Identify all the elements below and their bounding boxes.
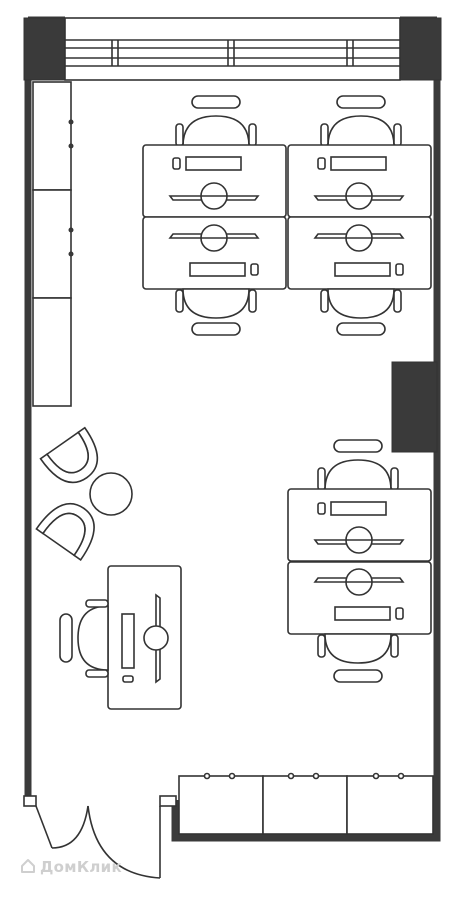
desk bbox=[287, 216, 432, 290]
manager-workstation bbox=[59, 565, 182, 710]
corner-column-left bbox=[23, 17, 67, 81]
watermark-text: ДомКлик bbox=[40, 858, 122, 876]
house-icon bbox=[21, 859, 35, 873]
office-chair bbox=[317, 633, 399, 683]
desk bbox=[142, 144, 287, 218]
monitor bbox=[155, 593, 161, 684]
window bbox=[64, 17, 401, 81]
corner-column-right bbox=[399, 17, 442, 81]
exterior-walls bbox=[23, 16, 442, 842]
left-storage-cabinets bbox=[32, 81, 74, 407]
door-jamb-right bbox=[159, 795, 177, 807]
mouse bbox=[122, 675, 134, 683]
office-chair bbox=[317, 439, 399, 491]
wall-column bbox=[391, 361, 438, 453]
armchair bbox=[39, 426, 99, 484]
office-chair bbox=[320, 288, 402, 336]
bottom-storage-cabinets bbox=[178, 772, 434, 835]
workstation-cluster-top bbox=[142, 95, 432, 336]
desk bbox=[287, 561, 432, 635]
round-coffee-table bbox=[89, 472, 133, 516]
office-chair bbox=[320, 95, 402, 147]
desk bbox=[287, 488, 432, 562]
keyboard bbox=[121, 613, 135, 669]
lounge-area bbox=[35, 426, 133, 561]
office-chair bbox=[59, 599, 109, 678]
watermark: ДомКлик bbox=[20, 858, 122, 876]
office-chair bbox=[175, 288, 257, 336]
entrance-double-door bbox=[35, 805, 161, 879]
desk bbox=[287, 144, 432, 218]
desk bbox=[142, 216, 287, 290]
office-chair bbox=[175, 95, 257, 147]
workstation-cluster-right bbox=[287, 439, 432, 683]
door-jamb-left bbox=[23, 795, 37, 807]
armchair bbox=[35, 502, 95, 561]
